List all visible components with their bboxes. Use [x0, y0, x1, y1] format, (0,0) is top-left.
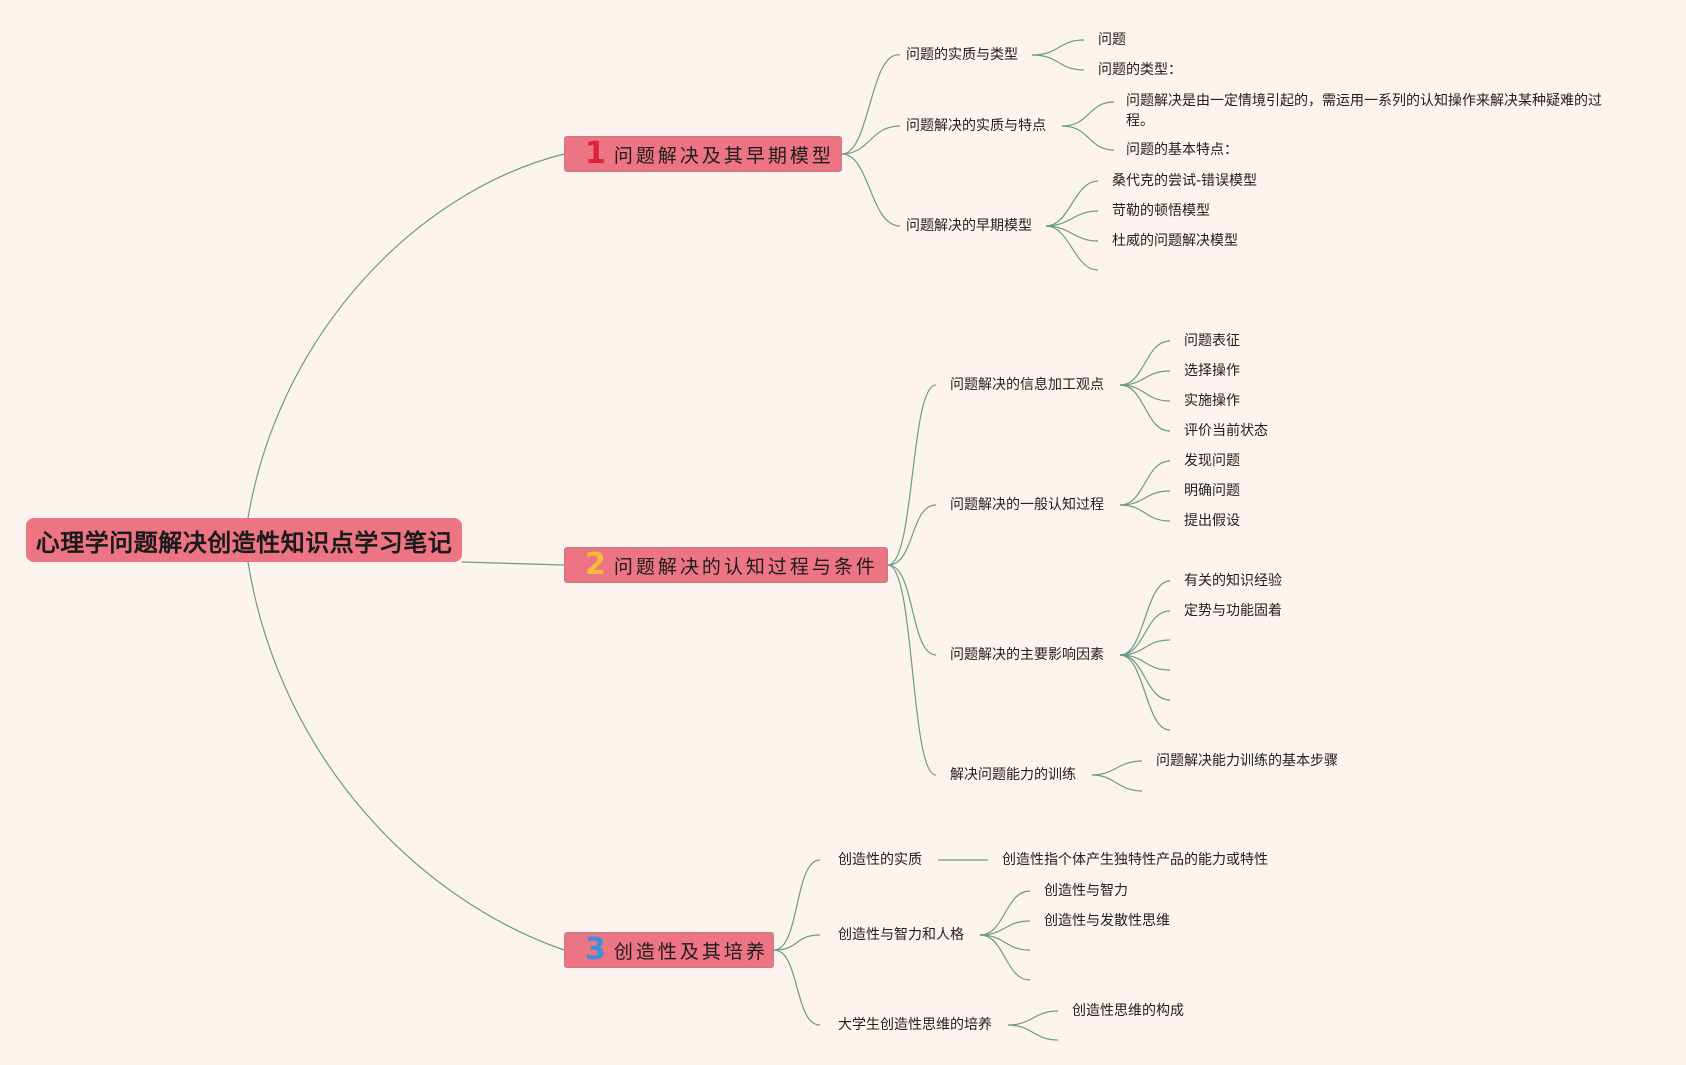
topic-1-1[interactable]: 问题的实质与类型 — [906, 47, 1018, 63]
item-2-4-1[interactable]: 问题解决能力训练的基本步骤 — [1156, 753, 1338, 769]
branch-2-number: 2 — [585, 547, 606, 582]
topic-1-2[interactable]: 问题解决的实质与特点 — [906, 118, 1046, 134]
item-3-3-1[interactable]: 创造性思维的构成 — [1072, 1003, 1184, 1019]
topic-2-3[interactable]: 问题解决的主要影响因素 — [950, 647, 1104, 663]
root-node[interactable]: 心理学问题解决创造性知识点学习笔记 — [26, 518, 462, 562]
item-2-3-2[interactable]: 定势与功能固着 — [1184, 603, 1282, 619]
topic-3-2[interactable]: 创造性与智力和人格 — [838, 927, 964, 943]
item-3-2-1[interactable]: 创造性与智力 — [1044, 883, 1128, 899]
topic-1-3[interactable]: 问题解决的早期模型 — [906, 218, 1032, 234]
item-2-1-3[interactable]: 实施操作 — [1184, 393, 1240, 409]
item-2-2-2[interactable]: 明确问题 — [1184, 483, 1240, 499]
item-1-3-3[interactable]: 杜威的问题解决模型 — [1112, 233, 1238, 249]
branch-3-node[interactable]: 3 创造性及其培养 — [564, 932, 774, 968]
topic-2-4[interactable]: 解决问题能力的训练 — [950, 767, 1076, 783]
branch-2-node[interactable]: 2 问题解决的认知过程与条件 — [564, 547, 888, 583]
item-2-2-3[interactable]: 提出假设 — [1184, 513, 1240, 529]
item-3-1-1[interactable]: 创造性指个体产生独特性产品的能力或特性 — [1002, 852, 1268, 868]
item-2-1-2[interactable]: 选择操作 — [1184, 363, 1240, 379]
topic-2-1[interactable]: 问题解决的信息加工观点 — [950, 377, 1104, 393]
item-2-1-4[interactable]: 评价当前状态 — [1184, 423, 1268, 439]
item-3-2-2[interactable]: 创造性与发散性思维 — [1044, 913, 1170, 929]
branch-3-number: 3 — [585, 932, 606, 967]
item-2-3-1[interactable]: 有关的知识经验 — [1184, 573, 1282, 589]
item-1-1-1[interactable]: 问题 — [1098, 32, 1126, 48]
item-2-1-1[interactable]: 问题表征 — [1184, 333, 1240, 349]
item-1-2-2[interactable]: 问题的基本特点： — [1126, 142, 1238, 158]
topic-3-1[interactable]: 创造性的实质 — [838, 852, 922, 868]
branch-2-label: 问题解决的认知过程与条件 — [613, 555, 878, 578]
item-1-3-2[interactable]: 苛勒的顿悟模型 — [1112, 203, 1210, 219]
topic-3-3[interactable]: 大学生创造性思维的培养 — [838, 1017, 992, 1033]
topic-2-2[interactable]: 问题解决的一般认知过程 — [950, 497, 1104, 513]
item-1-1-2[interactable]: 问题的类型： — [1098, 62, 1182, 78]
item-1-3-1[interactable]: 桑代克的尝试-错误模型 — [1112, 173, 1258, 189]
item-1-2-1[interactable]: 问题解决是由一定情境引起的，需运用一系列的认知操作来解决某种疑难的过程。 — [1126, 93, 1602, 129]
branch-3-label: 创造性及其培养 — [613, 940, 768, 963]
branch-1-node[interactable]: 1 问题解决及其早期模型 — [564, 136, 842, 172]
branch-1-number: 1 — [585, 136, 606, 171]
item-2-2-1[interactable]: 发现问题 — [1184, 453, 1240, 469]
branch-1-label: 问题解决及其早期模型 — [613, 144, 834, 167]
